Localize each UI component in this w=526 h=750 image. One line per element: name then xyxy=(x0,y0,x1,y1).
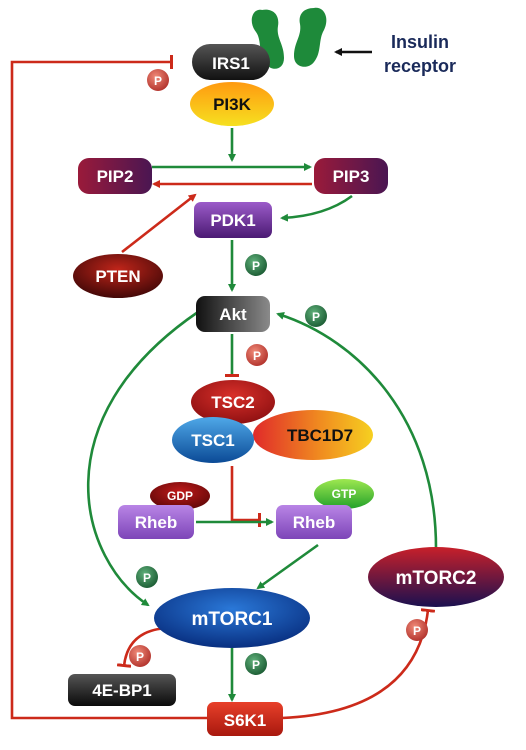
insulin-receptor: Insulin receptor xyxy=(251,7,456,76)
mtorc1-label: mTORC1 xyxy=(192,609,273,630)
phospho-badge-akt-activation: P xyxy=(245,254,267,276)
node-pten: PTEN xyxy=(73,254,163,298)
4ebp1-label: 4E-BP1 xyxy=(92,681,152,700)
mtorc2-label: mTORC2 xyxy=(396,568,477,589)
node-irs1: IRS1 xyxy=(192,44,270,80)
node-mtorc1: mTORC1 xyxy=(154,588,310,648)
phospho-badge-mtorc1: P xyxy=(136,566,158,588)
gdp-label: GDP xyxy=(167,489,193,503)
irs1-label: IRS1 xyxy=(212,54,250,73)
node-akt: Akt xyxy=(196,296,270,332)
node-s6k1: S6K1 xyxy=(207,702,283,736)
receptor-label-line2: receptor xyxy=(384,56,456,76)
node-tsc1: TSC1 xyxy=(172,417,254,463)
edge-rheb-to-mtorc1 xyxy=(256,543,319,590)
svg-text:P: P xyxy=(136,650,144,664)
pten-label: PTEN xyxy=(95,267,140,286)
rheb-gtp-label: Rheb xyxy=(293,513,336,532)
svg-text:P: P xyxy=(253,349,261,363)
node-4ebp1: 4E-BP1 xyxy=(68,674,176,706)
svg-text:P: P xyxy=(252,259,260,273)
pi3k-label: PI3K xyxy=(213,95,252,114)
edge-mtorc2-to-akt xyxy=(276,312,438,549)
edge-tsc-inhibits-rheb xyxy=(230,466,261,527)
svg-text:P: P xyxy=(143,571,151,585)
edge-s6k1-inhibits-irs1 xyxy=(10,55,207,720)
phospho-badge-tsc2: P xyxy=(246,344,268,366)
node-pdk1: PDK1 xyxy=(194,202,272,238)
pdk1-label: PDK1 xyxy=(210,211,255,230)
svg-text:P: P xyxy=(154,74,162,88)
node-gdp: GDP xyxy=(150,482,210,510)
node-rheb-gtp: Rheb xyxy=(276,505,352,539)
receptor-right-lobe-icon xyxy=(294,7,327,67)
receptor-left-lobe-icon xyxy=(251,9,284,69)
node-pi3k: PI3K xyxy=(190,82,274,126)
svg-text:P: P xyxy=(252,658,260,672)
svg-text:P: P xyxy=(312,310,320,324)
phospho-badge-s6k1: P xyxy=(245,653,267,675)
edge-akt-to-mtorc1 xyxy=(86,310,199,607)
node-tsc2: TSC2 xyxy=(191,380,275,424)
receptor-label-line1: Insulin xyxy=(391,32,449,52)
phospho-badge-irs1: P xyxy=(147,69,169,91)
phospho-badge-mtorc2: P xyxy=(406,619,428,641)
rheb-gdp-label: Rheb xyxy=(135,513,178,532)
node-pip2: PIP2 xyxy=(78,158,152,194)
s6k1-label: S6K1 xyxy=(224,711,267,730)
phospho-badge-mtorc2-akt: P xyxy=(305,305,327,327)
edges xyxy=(10,48,438,720)
tsc1-label: TSC1 xyxy=(191,431,234,450)
pip2-label: PIP2 xyxy=(97,167,134,186)
edge-pip3-to-pdk1 xyxy=(280,194,353,222)
pip3-label: PIP3 xyxy=(333,167,370,186)
node-pip3: PIP3 xyxy=(314,158,388,194)
svg-text:P: P xyxy=(413,624,421,638)
tsc2-label: TSC2 xyxy=(211,393,254,412)
node-rheb-gdp: Rheb xyxy=(118,505,194,539)
gtp-label: GTP xyxy=(332,487,357,501)
node-mtorc2: mTORC2 xyxy=(368,547,504,607)
node-tbc1d7: TBC1D7 xyxy=(253,410,373,460)
phospho-badge-4ebp1: P xyxy=(129,645,151,667)
tbc1d7-label: TBC1D7 xyxy=(287,426,353,445)
edge-pten-to-pip2 xyxy=(121,193,197,254)
akt-label: Akt xyxy=(219,305,247,324)
phospho-badges: P P P P P P P P xyxy=(129,69,428,675)
node-gtp: GTP xyxy=(314,479,374,509)
